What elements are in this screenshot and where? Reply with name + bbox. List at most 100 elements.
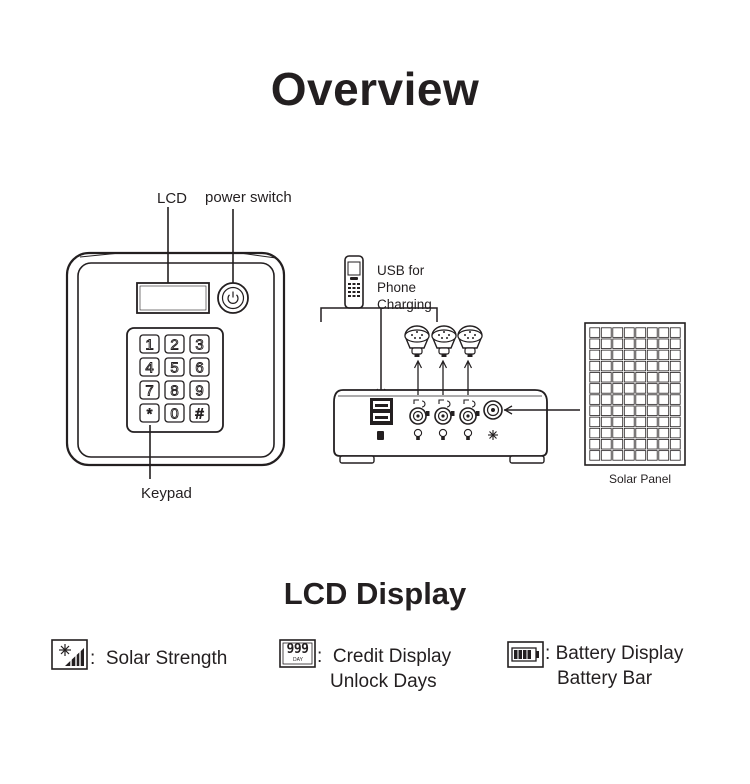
credit-display-text: Credit Display xyxy=(332,646,452,667)
solar-cell xyxy=(623,394,635,405)
battery-bar-text: Battery Bar xyxy=(557,668,653,689)
usb-label: USB for Phone Charging xyxy=(377,262,432,313)
solar-cell xyxy=(658,450,670,461)
solar-cell xyxy=(658,372,670,383)
lcd-screen xyxy=(136,282,210,314)
solar-cell xyxy=(589,338,601,349)
keypad-key-label: 4 xyxy=(145,360,153,377)
solar-cell xyxy=(589,394,601,405)
led-bulbs xyxy=(404,325,483,357)
solar-cell xyxy=(612,394,624,405)
solar-cell xyxy=(623,416,635,428)
solar-cell xyxy=(623,338,635,349)
solar-cell xyxy=(658,439,670,450)
keypad-key: 6 xyxy=(189,357,210,377)
solar-cell xyxy=(658,338,670,349)
solar-cell xyxy=(658,360,670,372)
keypad-key: 9 xyxy=(189,380,210,400)
solar-cell xyxy=(600,439,612,450)
legend-separator: : xyxy=(545,643,551,664)
solar-cell xyxy=(669,394,681,405)
solar-cell xyxy=(658,383,670,394)
solar-cell xyxy=(635,416,647,428)
power-button xyxy=(217,282,249,314)
solar-cell xyxy=(589,360,601,372)
solar-cell xyxy=(612,383,624,394)
solar-cell xyxy=(612,416,624,428)
battery-icon xyxy=(507,641,544,668)
solar-cell xyxy=(635,450,647,461)
solar-cell xyxy=(669,372,681,383)
solar-cell xyxy=(658,349,670,361)
usb-ports xyxy=(370,398,393,440)
solar-panel xyxy=(584,322,686,466)
keypad-key-label: 5 xyxy=(170,360,178,377)
solar-cell xyxy=(658,394,670,405)
solar-cell xyxy=(623,405,635,416)
usb-label-line2: Phone xyxy=(377,280,417,295)
solar-cell xyxy=(646,439,658,450)
credit-icon-unit: DAY xyxy=(293,657,303,663)
solar-cell xyxy=(600,394,612,405)
solar-cell xyxy=(600,427,612,439)
solar-cell xyxy=(669,405,681,416)
solar-cell xyxy=(612,405,624,416)
solar-cell xyxy=(669,349,681,361)
solar-cell xyxy=(612,427,624,439)
solar-cell xyxy=(612,372,624,383)
solar-cell xyxy=(589,405,601,416)
base-station xyxy=(333,359,548,464)
solar-cell xyxy=(589,383,601,394)
solar-cell xyxy=(658,416,670,428)
usb-label-line1: USB for xyxy=(377,263,425,278)
solar-cell xyxy=(623,427,635,439)
solar-cell xyxy=(658,405,670,416)
solar-cell xyxy=(635,360,647,372)
lamp-ports xyxy=(409,359,480,440)
credit-display-icon xyxy=(279,639,316,668)
credit-icon-digits: 999 xyxy=(286,642,309,657)
solar-cell xyxy=(589,372,601,383)
solar-cell xyxy=(658,327,670,338)
led-bulb xyxy=(431,325,457,357)
lamp-port xyxy=(409,359,430,440)
keypad-key-label: 1 xyxy=(145,337,153,354)
solar-strength-text: Solar Strength xyxy=(105,648,228,669)
solar-cell xyxy=(612,360,624,372)
solar-cell xyxy=(646,416,658,428)
lamp-port xyxy=(434,359,455,440)
keypad-key-label: 3 xyxy=(195,337,203,354)
solar-cell xyxy=(612,450,624,461)
solar-cell xyxy=(669,338,681,349)
solar-cell xyxy=(635,338,647,349)
solar-cell xyxy=(646,405,658,416)
solar-cell xyxy=(635,327,647,338)
keypad-key-label: 9 xyxy=(195,383,203,400)
phone-icon xyxy=(344,255,364,309)
solar-cell xyxy=(600,450,612,461)
solar-cell xyxy=(635,394,647,405)
solar-cell xyxy=(646,450,658,461)
solar-cell xyxy=(635,372,647,383)
power-switch-label: power switch xyxy=(205,189,292,206)
keypad-key: 5 xyxy=(164,357,185,377)
solar-cell xyxy=(635,349,647,361)
keypad-key-label: # xyxy=(195,406,204,423)
solar-cell xyxy=(669,383,681,394)
keypad-key: 1 xyxy=(139,334,160,354)
overview-title: Overview xyxy=(270,63,480,115)
battery-display-text: Battery Display xyxy=(555,643,684,664)
solar-cell xyxy=(600,338,612,349)
solar-cell xyxy=(600,327,612,338)
lamp-port xyxy=(459,359,480,440)
solar-cell xyxy=(589,450,601,461)
keypad-label: Keypad xyxy=(141,485,192,502)
keypad-key: # xyxy=(189,403,210,423)
solar-cell xyxy=(669,416,681,428)
legend-separator: : xyxy=(317,646,323,667)
solar-cell xyxy=(612,349,624,361)
solar-cells xyxy=(589,327,681,461)
